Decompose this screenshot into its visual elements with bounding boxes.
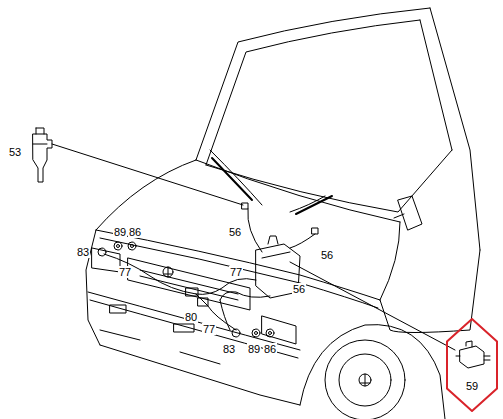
callout-number: 53 [8, 146, 22, 158]
callout-number: 83 [76, 246, 90, 258]
callout-number: 56 [320, 249, 334, 261]
highlight-hexagon: 59 [446, 318, 498, 412]
callout-number: 80 [184, 311, 198, 323]
callout-number: 83 [222, 343, 236, 355]
callout-number: 77 [229, 266, 243, 278]
callout-number: 89 [247, 343, 261, 355]
callout-number: 59 [466, 380, 478, 392]
callout-number: 86 [128, 226, 142, 238]
hexagon-outline [446, 318, 498, 412]
callout-number: 77 [118, 266, 132, 278]
callout-number: 56 [228, 226, 242, 238]
hexagon-shape [447, 319, 497, 411]
callout-number: 89 [113, 226, 127, 238]
callout-number: 77 [202, 323, 216, 335]
callout-number: 86 [263, 343, 277, 355]
callout-number: 56 [292, 283, 306, 295]
